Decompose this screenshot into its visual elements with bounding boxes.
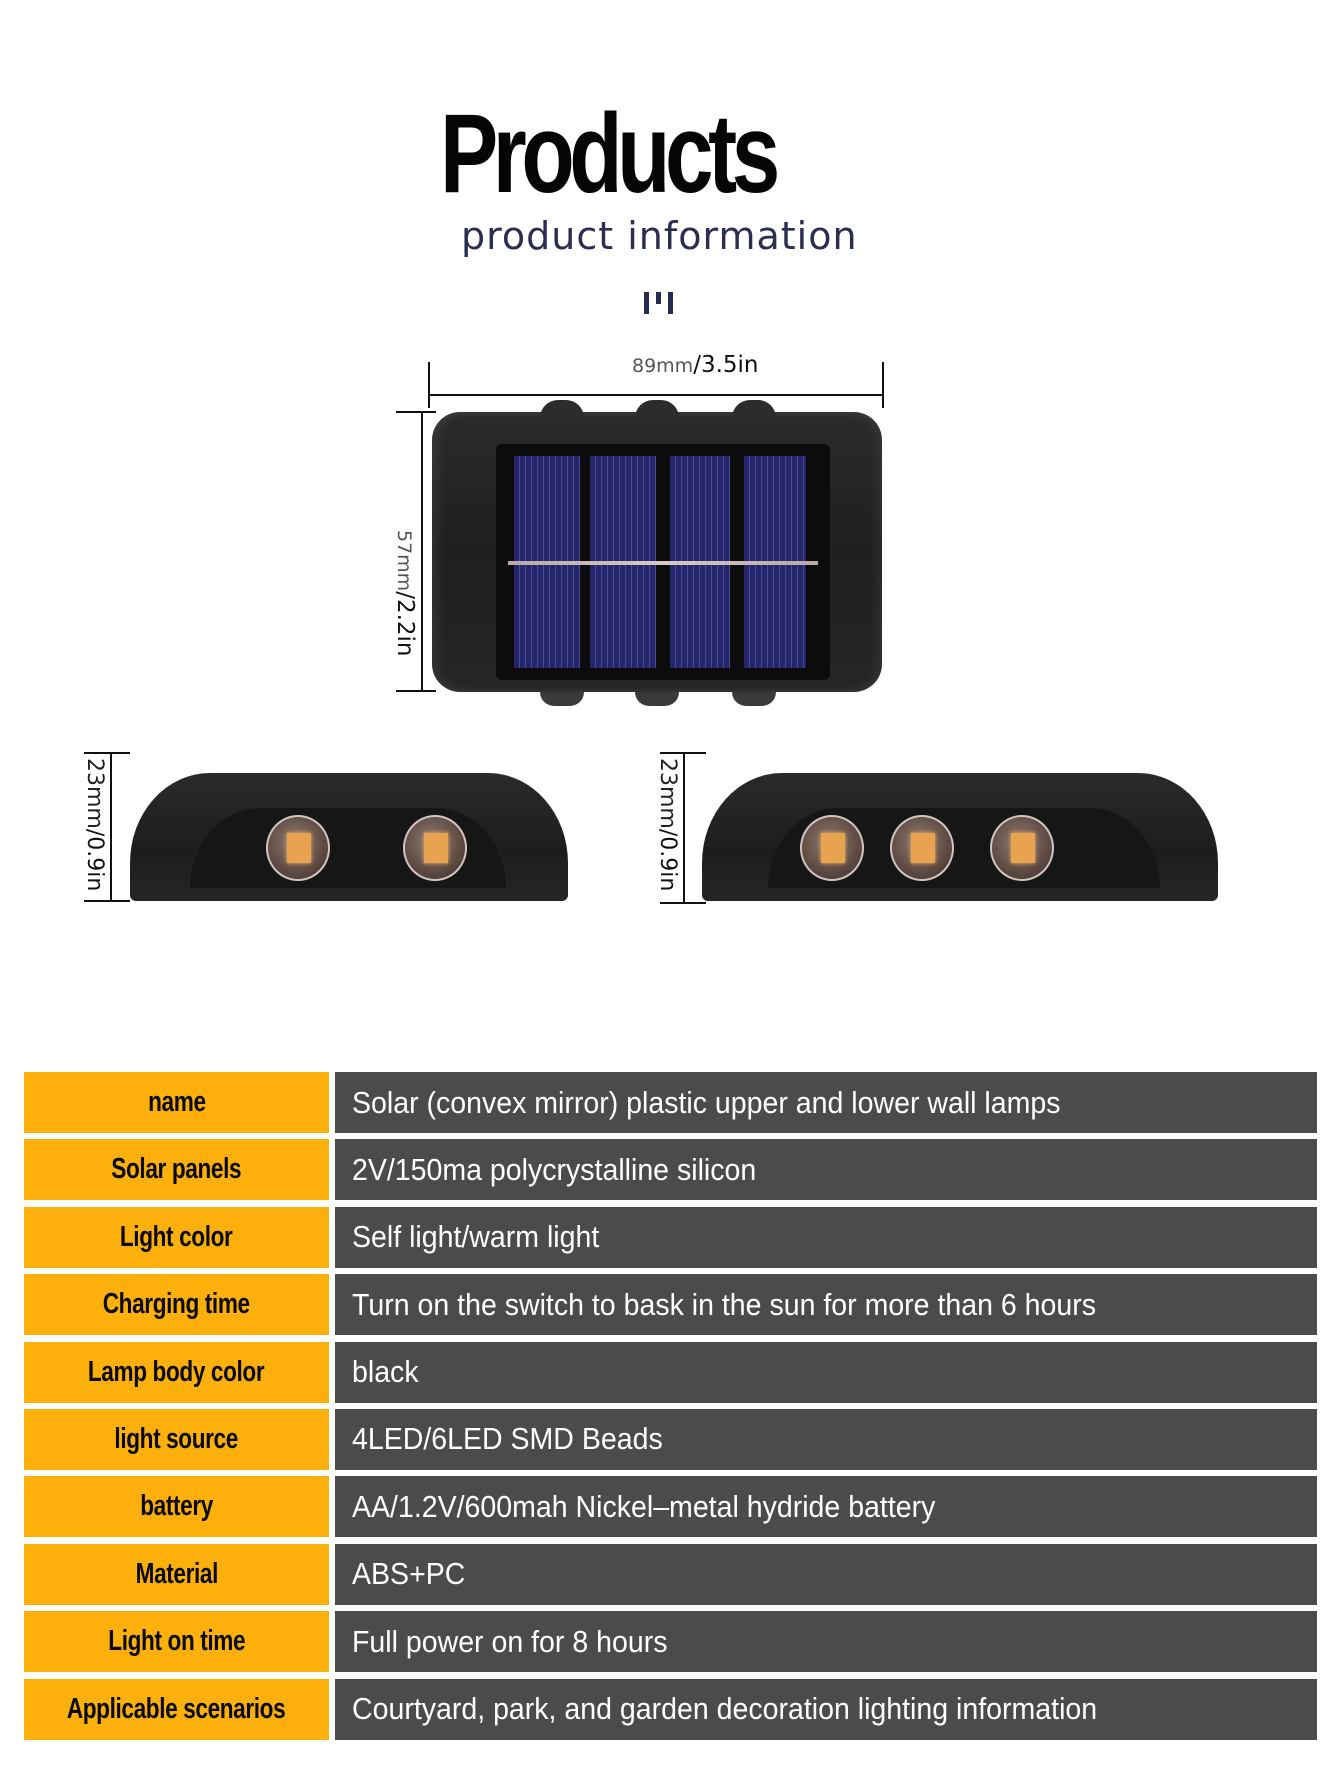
spec-label: name [24, 1072, 329, 1133]
spec-value: black [335, 1341, 1317, 1403]
spec-label: Lamp body color [24, 1341, 329, 1403]
spec-label: Charging time [24, 1274, 329, 1336]
width-mm: 89mm [632, 355, 694, 377]
right-depth-label: 23mm/0.9in [655, 758, 680, 891]
led-bead-icon [990, 815, 1054, 881]
solar-bus-bar [508, 561, 818, 565]
width-in: /3.5in [693, 352, 759, 378]
height-dim-tick-bottom [396, 690, 436, 692]
spec-row-light-source: light source 4LED/6LED SMD Beads [24, 1408, 1317, 1470]
spec-label: Light color [24, 1206, 329, 1268]
right-depth-in: /0.9in [655, 828, 680, 892]
spec-value: AA/1.2V/600mah Nickel–metal hydride batt… [335, 1476, 1317, 1538]
spec-value: Solar (convex mirror) plastic upper and … [335, 1072, 1317, 1133]
page-title: Products [440, 91, 780, 216]
width-dim-label: 89mm/3.5in [632, 352, 759, 378]
width-dim-line [429, 394, 883, 396]
spec-row-name: name Solar (convex mirror) plastic upper… [24, 1072, 1317, 1133]
side-view-3-led [702, 773, 1218, 901]
height-in: /2.2in [392, 591, 418, 657]
spec-label: Material [24, 1543, 329, 1605]
led-bump-bottom [635, 692, 679, 706]
height-dim-tick-top [396, 411, 436, 413]
spec-row-light-color: Light color Self light/warm light [24, 1206, 1317, 1268]
spec-value: 4LED/6LED SMD Beads [335, 1408, 1317, 1470]
bar-marker-icon [644, 292, 678, 314]
led-bump-bottom [732, 692, 776, 706]
spec-label: Light on time [24, 1611, 329, 1673]
led-bead-icon [266, 815, 330, 881]
spec-value: Turn on the switch to bask in the sun fo… [335, 1274, 1317, 1336]
led-bead-icon [800, 815, 864, 881]
spec-value: Self light/warm light [335, 1206, 1317, 1268]
spec-label: Solar panels [24, 1139, 329, 1201]
height-dim-line [421, 411, 423, 691]
left-depth-tick-bottom [84, 900, 130, 902]
solar-panel-front-view [432, 400, 882, 706]
side-view-2-led [130, 773, 568, 901]
spec-value: Courtyard, park, and garden decoration l… [335, 1678, 1317, 1740]
led-bump-top [732, 400, 776, 418]
spec-label: battery [24, 1476, 329, 1538]
left-depth-in: /0.9in [82, 828, 107, 892]
led-bump-top [635, 400, 679, 418]
spec-row-applicable-scenarios: Applicable scenarios Courtyard, park, an… [24, 1678, 1317, 1740]
spec-label: Applicable scenarios [24, 1678, 329, 1740]
page-subtitle: product information [461, 214, 858, 258]
solar-panel [496, 444, 830, 680]
width-dim-tick-right [882, 362, 884, 408]
left-depth-mm: 23mm [82, 758, 107, 829]
width-dim-tick-left [428, 362, 430, 408]
spec-row-lamp-body-color: Lamp body color black [24, 1341, 1317, 1403]
left-depth-label: 23mm/0.9in [82, 758, 107, 891]
left-depth-line [110, 752, 112, 902]
spec-value: 2V/150ma polycrystalline silicon [335, 1139, 1317, 1201]
led-bead-icon [403, 815, 467, 881]
led-bump-bottom [540, 692, 584, 706]
height-mm: 57mm [393, 530, 415, 592]
led-bead-icon [890, 815, 954, 881]
spec-row-light-on-time: Light on time Full power on for 8 hours [24, 1611, 1317, 1673]
spec-value: Full power on for 8 hours [335, 1611, 1317, 1673]
right-depth-line [683, 752, 685, 904]
right-depth-mm: 23mm [655, 758, 680, 829]
spec-table: name Solar (convex mirror) plastic upper… [24, 1072, 1317, 1746]
spec-row-charging-time: Charging time Turn on the switch to bask… [24, 1274, 1317, 1336]
left-depth-tick-top [84, 752, 130, 754]
spec-row-material: Material ABS+PC [24, 1543, 1317, 1605]
spec-row-battery: battery AA/1.2V/600mah Nickel–metal hydr… [24, 1476, 1317, 1538]
spec-value: ABS+PC [335, 1543, 1317, 1605]
spec-row-solar-panels: Solar panels 2V/150ma polycrystalline si… [24, 1139, 1317, 1201]
led-bump-top [540, 400, 584, 418]
spec-label: light source [24, 1408, 329, 1470]
height-dim-label: 57mm/2.2in [392, 530, 418, 657]
